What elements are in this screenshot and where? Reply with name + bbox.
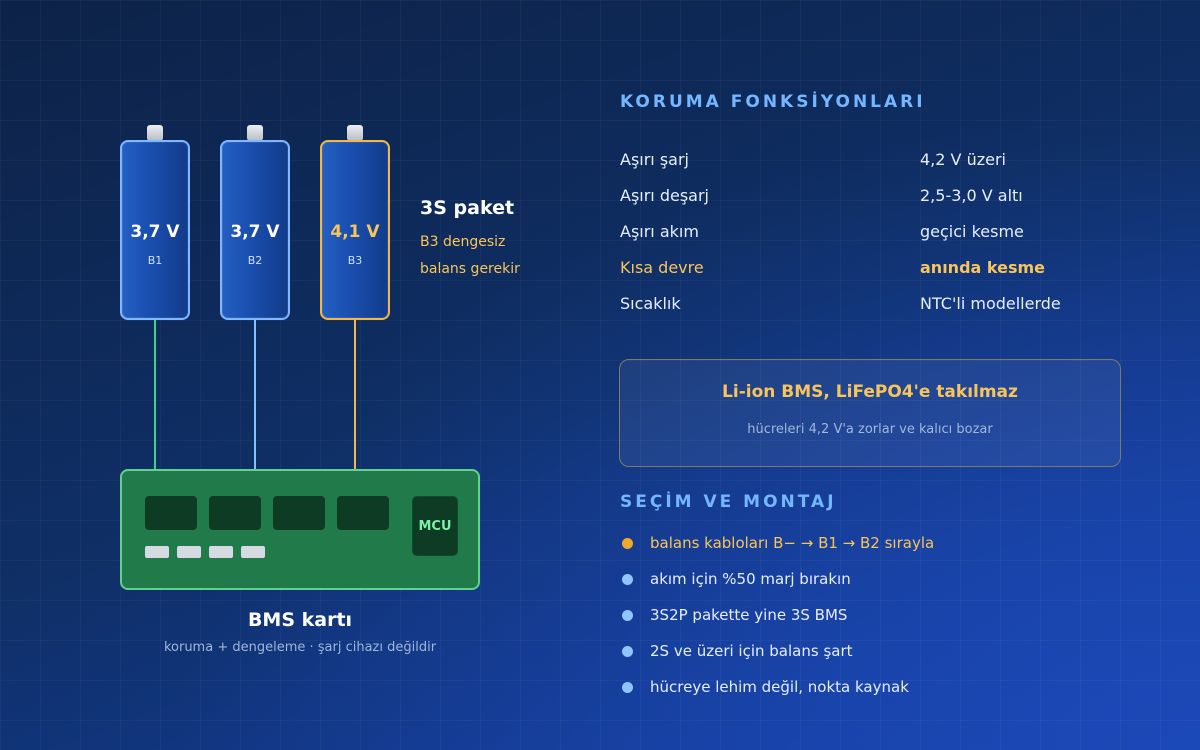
mosfet-chip [273, 496, 325, 530]
pack-title: 3S paket [420, 197, 515, 219]
bullet-dot-icon [622, 573, 633, 585]
selection-title: SEÇİM VE MONTAJ [620, 492, 837, 512]
bms-board: MCU [120, 469, 480, 590]
mosfet-chip [209, 496, 261, 530]
battery-cell-b2: 3,7 V B2 [220, 140, 290, 320]
tip-text: akım için %50 marj bırakın [650, 570, 851, 588]
protection-label: Aşırı akım [620, 222, 699, 241]
cell-id: B1 [147, 254, 163, 267]
mosfet-chip [337, 496, 389, 530]
cell-voltage: 4,1 V [330, 222, 380, 242]
protection-label: Sıcaklık [620, 294, 681, 313]
cell-voltage: 3,7 V [130, 222, 180, 242]
warning-subtitle: hücreleri 4,2 V'a zorlar ve kalıcı bozar [747, 422, 993, 437]
protection-value: geçici kesme [920, 222, 1024, 241]
protection-label: Aşırı deşarj [620, 186, 709, 205]
tip-item: akım için %50 marj bırakın [622, 570, 851, 588]
protection-value: 2,5-3,0 V altı [920, 186, 1023, 205]
balance-pad [145, 546, 169, 558]
pack-note-line2: balans gerekir [420, 261, 520, 277]
cell-terminal-b2 [247, 125, 263, 141]
cell-voltage: 3,7 V [230, 222, 280, 242]
balance-wire-b2 [254, 320, 256, 470]
protection-value: anında kesme [920, 258, 1045, 277]
bullet-dot-icon [622, 681, 633, 693]
warning-box: Li-ion BMS, LiFePO4'e takılmaz hücreleri… [619, 359, 1121, 467]
tip-item: hücreye lehim değil, nokta kaynak [622, 678, 909, 696]
tip-item: 2S ve üzeri için balans şart [622, 642, 853, 660]
tip-item: balans kabloları B− → B1 → B2 sırayla [622, 534, 934, 552]
protection-label: Kısa devre [620, 258, 704, 277]
bms-title: BMS kartı [247, 609, 353, 631]
balance-pad [241, 546, 265, 558]
balance-wire-b3 [354, 320, 356, 470]
tip-text: 2S ve üzeri için balans şart [650, 642, 853, 660]
battery-cell-b1: 3,7 V B1 [120, 140, 190, 320]
mosfet-chip [145, 496, 197, 530]
tip-item: 3S2P pakette yine 3S BMS [622, 606, 847, 624]
balance-wire-b1 [154, 320, 156, 470]
tip-text: balans kabloları B− → B1 → B2 sırayla [650, 534, 935, 552]
bms-subtitle: koruma + dengeleme · şarj cihazı değildi… [163, 640, 437, 655]
protection-label: Aşırı şarj [620, 150, 689, 169]
mcu-chip: MCU [412, 496, 458, 556]
cell-id: B2 [247, 254, 263, 267]
tip-text: 3S2P pakette yine 3S BMS [650, 606, 848, 624]
cell-terminal-b3 [347, 125, 363, 141]
bullet-dot-icon [622, 645, 633, 657]
warning-title: Li-ion BMS, LiFePO4'e takılmaz [722, 382, 1018, 402]
battery-cell-b3: 4,1 V B3 [320, 140, 390, 320]
protection-value: NTC'li modellerde [920, 294, 1061, 313]
bullet-dot-icon [622, 537, 633, 549]
cell-id: B3 [347, 254, 363, 267]
tip-text: hücreye lehim değil, nokta kaynak [650, 678, 909, 696]
balance-pad [209, 546, 233, 558]
bullet-dot-icon [622, 609, 633, 621]
balance-pad [177, 546, 201, 558]
cell-terminal-b1 [147, 125, 163, 141]
protection-title: KORUMA FONKSİYONLARI [620, 92, 926, 112]
pack-note-line1: B3 dengesiz [420, 234, 506, 250]
protection-value: 4,2 V üzeri [920, 150, 1006, 169]
